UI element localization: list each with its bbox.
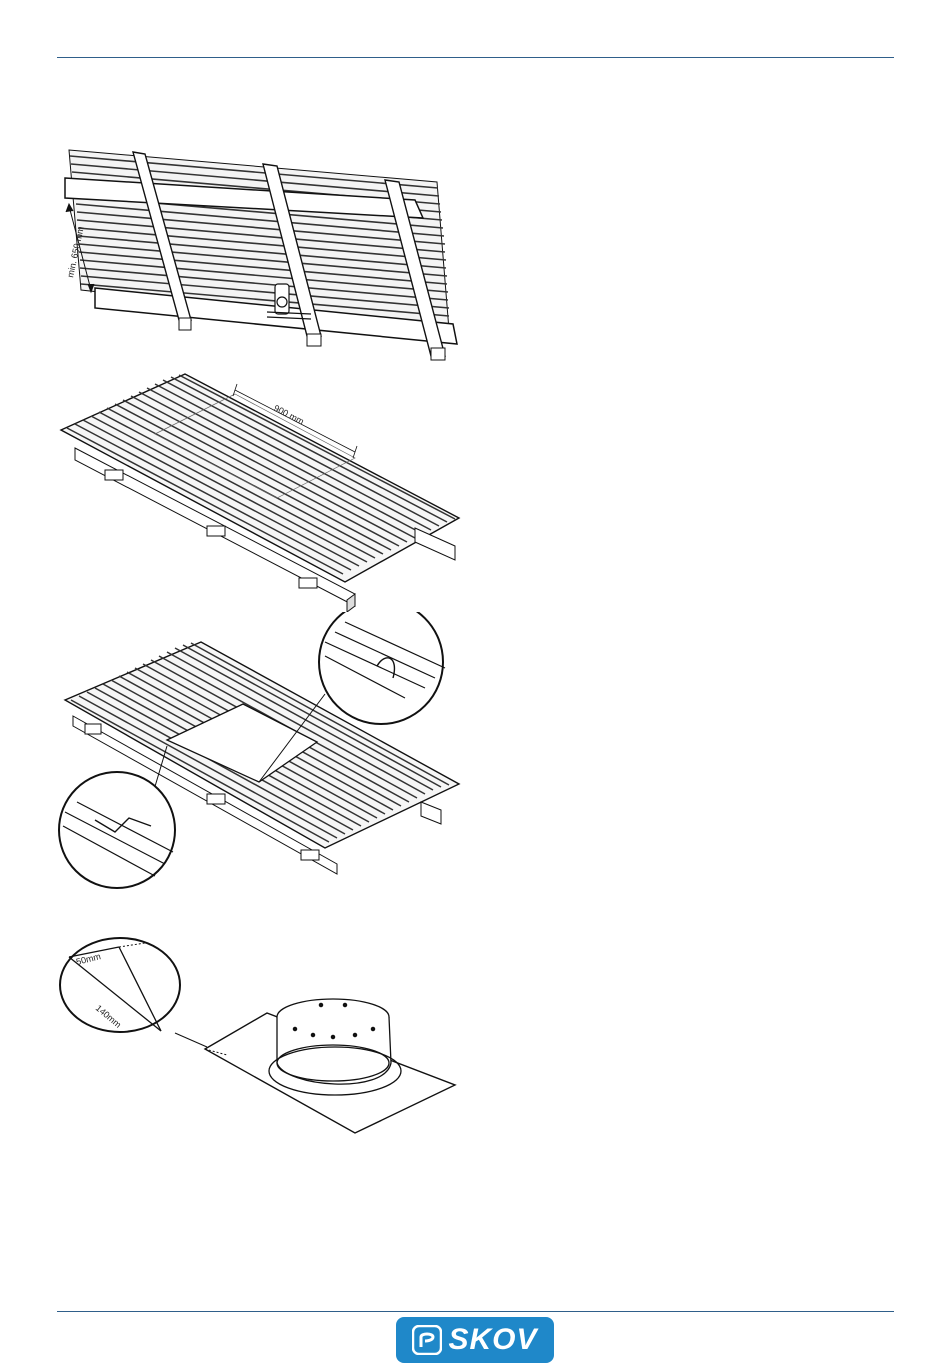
- corrugated-sheet-drawing: 900 mm: [55, 368, 475, 616]
- sheet-opening-drawing: [55, 612, 475, 890]
- callout-top-right: [319, 612, 445, 724]
- callout-bottom-left: [59, 772, 175, 888]
- figure-rafter-frame: min. 650 mm: [55, 142, 475, 370]
- figure-flashing-collar: 50mm 140mm: [55, 935, 475, 1140]
- skov-mark-icon: [412, 1325, 442, 1355]
- flashing-collar-drawing: 50mm 140mm: [55, 935, 475, 1140]
- header-rule: [57, 57, 894, 58]
- figure-corrugated-sheet: 900 mm: [55, 368, 475, 616]
- footer-rule: [57, 1311, 894, 1312]
- rafter-frame-drawing: min. 650 mm: [55, 142, 475, 370]
- skov-logo: SKOV: [396, 1317, 554, 1363]
- logo-text: SKOV: [448, 1323, 537, 1357]
- figure-sheet-opening: [55, 612, 475, 890]
- callout-cut-detail: [60, 938, 180, 1032]
